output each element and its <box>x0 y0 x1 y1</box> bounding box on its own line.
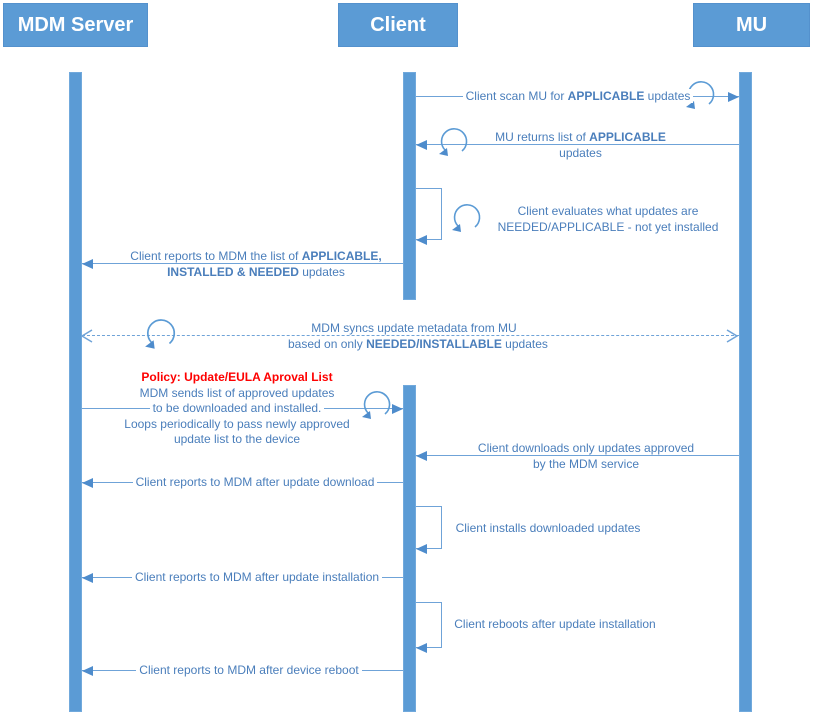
arrow-mu-returns <box>416 144 739 145</box>
arrowhead-left-icon <box>416 235 427 245</box>
arrowhead-left-icon <box>416 643 427 653</box>
open-arrowhead-right-icon <box>726 329 738 343</box>
lifeline-mdm-server <box>69 72 82 712</box>
arrowhead-left-icon <box>82 478 93 488</box>
actor-label-mu: MU <box>735 13 768 36</box>
msg-report-download-label: Client reports to MDM after update downl… <box>115 475 395 491</box>
arrowhead-left-icon <box>82 666 93 676</box>
lifeline-mu <box>739 72 752 712</box>
arrowhead-right-icon <box>728 92 739 102</box>
msg-reports-list-label: Client reports to MDM the list of APPLIC… <box>116 249 396 280</box>
arrowhead-left-icon <box>82 259 93 269</box>
msg-evaluates-label: Client evaluates what updates are NEEDED… <box>483 204 733 235</box>
loop-arrow-icon <box>439 128 468 156</box>
selfloop-installs <box>416 506 442 549</box>
loop-arrow-icon <box>362 391 391 419</box>
msg-scan-mu-label: Client scan MU for APPLICABLE updates <box>447 89 709 105</box>
msg-policy-label: Policy: Update/EULA Aproval List MDM sen… <box>117 370 357 448</box>
arrowhead-left-icon <box>416 140 427 150</box>
msg-installs-label: Client installs downloaded updates <box>428 521 668 537</box>
msg-report-install-label: Client reports to MDM after update insta… <box>117 570 397 586</box>
selfloop-evaluates <box>416 188 442 240</box>
actor-box-client: Client <box>338 3 458 47</box>
arrow-sync-dashed <box>82 335 739 336</box>
selfloop-reboots <box>416 602 442 648</box>
arrow-reports-list <box>82 263 403 264</box>
actor-box-mu: MU <box>693 3 810 47</box>
open-arrowhead-left-icon <box>81 329 93 343</box>
lifeline-client-lower <box>403 385 416 712</box>
arrowhead-left-icon <box>416 544 427 554</box>
lifeline-client-upper <box>403 72 416 300</box>
actor-box-mdm-server: MDM Server <box>3 3 148 47</box>
loop-arrow-icon <box>452 204 481 232</box>
policy-title: Policy: Update/EULA Aproval List <box>138 370 336 384</box>
arrowhead-left-icon <box>82 573 93 583</box>
arrowhead-right-icon <box>392 404 403 414</box>
loop-arrow-icon <box>145 319 176 349</box>
msg-downloads-label: Client downloads only updates approved b… <box>461 441 711 472</box>
msg-report-reboot-label: Client reports to MDM after device reboo… <box>109 663 389 679</box>
arrow-downloads <box>416 455 739 456</box>
msg-reboots-label: Client reboots after update installation <box>435 617 675 633</box>
actor-label-client: Client <box>370 13 426 36</box>
arrowhead-left-icon <box>416 451 427 461</box>
msg-sync-label: MDM syncs update metadata from MU based … <box>285 321 551 352</box>
actor-label-mdm-server: MDM Server <box>17 13 134 36</box>
msg-mu-returns-label: MU returns list of APPLICABLE updates <box>478 130 683 161</box>
